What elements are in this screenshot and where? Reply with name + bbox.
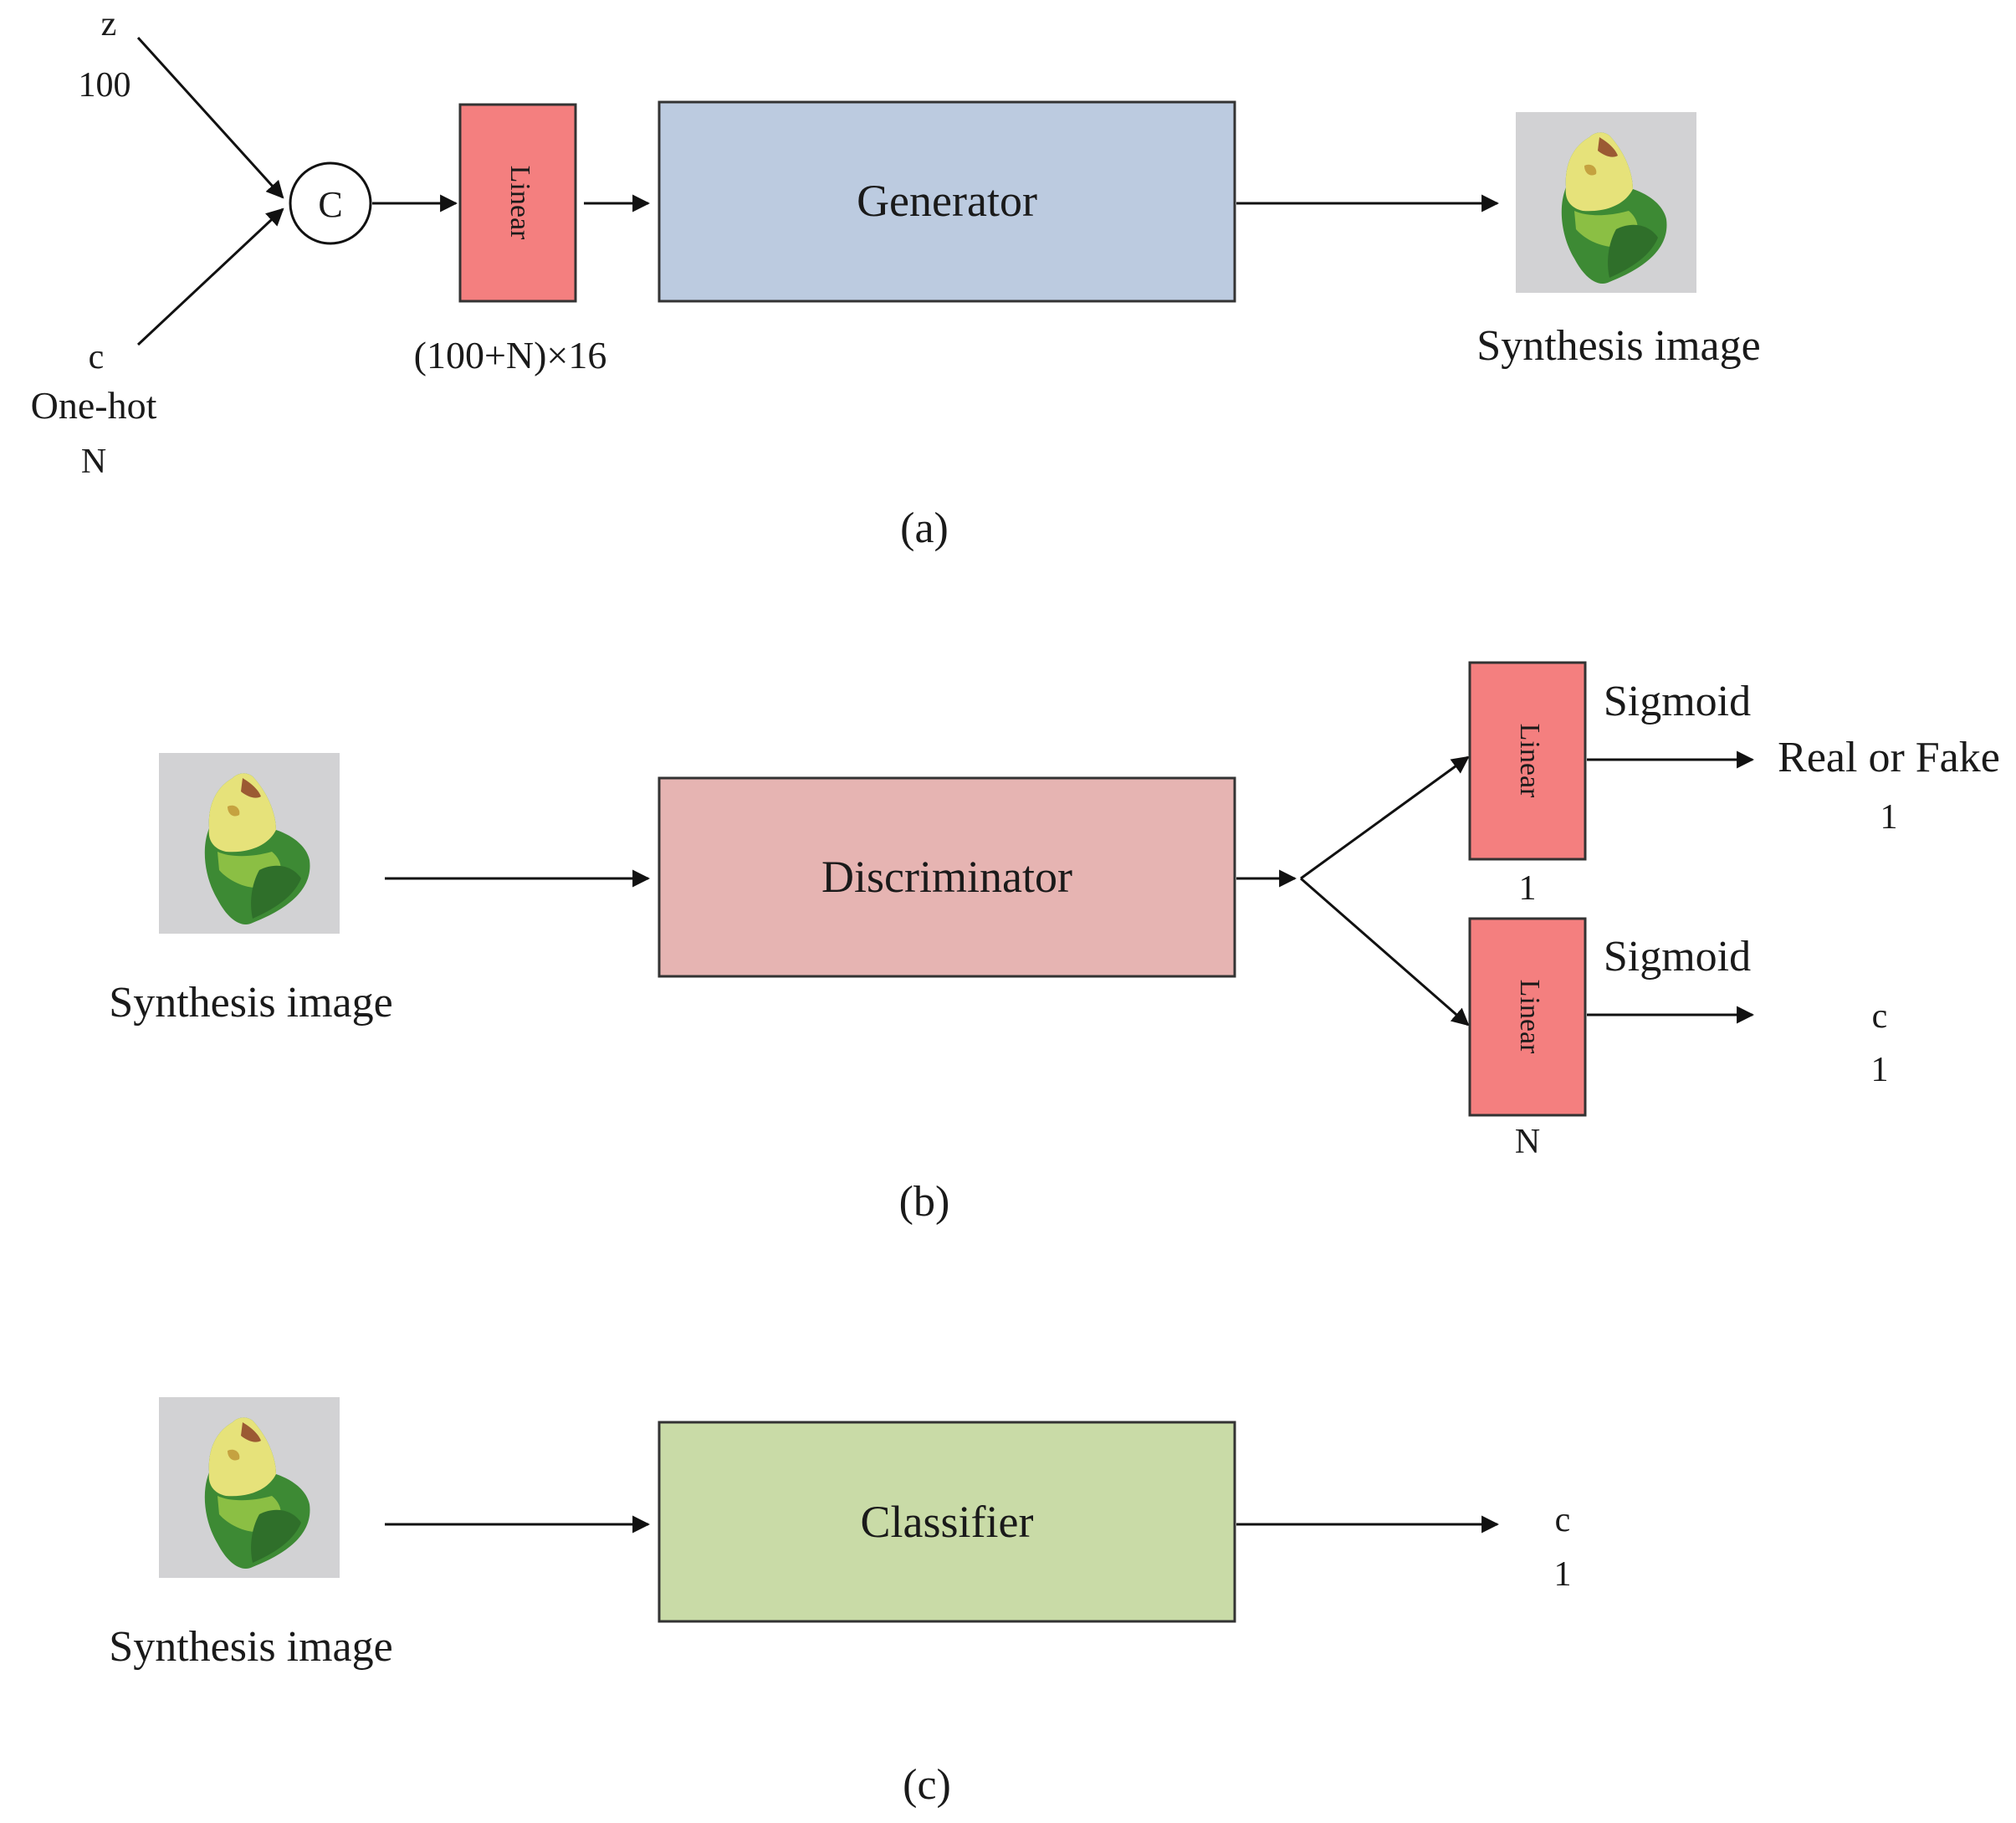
caption-c: (c) — [903, 1761, 951, 1809]
classifier-box — [658, 1421, 1236, 1623]
linear-label-b-bottom: Linear — [1514, 980, 1545, 1054]
output-dimension-c: 1 — [1554, 1555, 1572, 1594]
linear-dimension-b-bottom: N — [1515, 1123, 1540, 1161]
caption-b: (b) — [899, 1178, 950, 1226]
generator-box — [658, 100, 1236, 303]
output-label-b-top: Real or Fake — [1778, 734, 2000, 781]
linear-dimension-a: (100+N)×16 — [414, 334, 607, 376]
sigmoid-label-bottom: Sigmoid — [1604, 933, 1751, 981]
synthesis-leaf-image-a — [1516, 112, 1696, 293]
c-encoding-label: One-hot — [31, 384, 157, 427]
output-dimension-b-bottom: 1 — [1871, 1051, 1889, 1089]
split-to-bottom-linear-arrow — [1300, 877, 1470, 1027]
output-dimension-b-top: 1 — [1880, 798, 1898, 837]
c-label: c — [89, 338, 105, 376]
z-label: z — [101, 5, 117, 44]
classifier-label: Classifier — [861, 1497, 1034, 1547]
sigmoid-label-top: Sigmoid — [1604, 678, 1751, 725]
z-dimension: 100 — [79, 66, 131, 105]
generator-label: Generator — [857, 176, 1037, 226]
panel-b: Synthesis image Discriminator Linear 1 S… — [109, 661, 2000, 1226]
input-label-b: Synthesis image — [109, 979, 392, 1027]
c-arrow — [136, 207, 284, 346]
caption-a: (a) — [900, 504, 949, 552]
panel-c: Synthesis image Classifier c 1 (c) — [109, 1397, 1572, 1809]
concat-node — [289, 161, 372, 245]
split-to-top-linear-arrow — [1300, 755, 1470, 880]
synthesis-leaf-image-b — [159, 753, 340, 934]
input-label-c: Synthesis image — [109, 1623, 392, 1671]
panel-a: z 100 c One-hot N C Linear (100+N)×16 Ge… — [31, 5, 1761, 552]
linear-box-b-bottom — [1468, 917, 1587, 1117]
linear-label-a: Linear — [504, 166, 535, 240]
linear-box-a — [458, 103, 577, 303]
concat-symbol: C — [318, 184, 342, 225]
c-dimension: N — [81, 443, 106, 481]
output-label-b-bottom: c — [1872, 997, 1888, 1036]
synthesis-leaf-image-c — [159, 1397, 340, 1578]
discriminator-box — [658, 776, 1236, 978]
output-label-c: c — [1555, 1501, 1571, 1539]
linear-dimension-b-top: 1 — [1519, 869, 1537, 908]
discriminator-label: Discriminator — [821, 852, 1072, 902]
linear-box-b-top — [1468, 661, 1587, 861]
output-label-a: Synthesis image — [1476, 322, 1760, 370]
linear-label-b-top: Linear — [1514, 724, 1545, 798]
z-arrow — [136, 36, 284, 199]
